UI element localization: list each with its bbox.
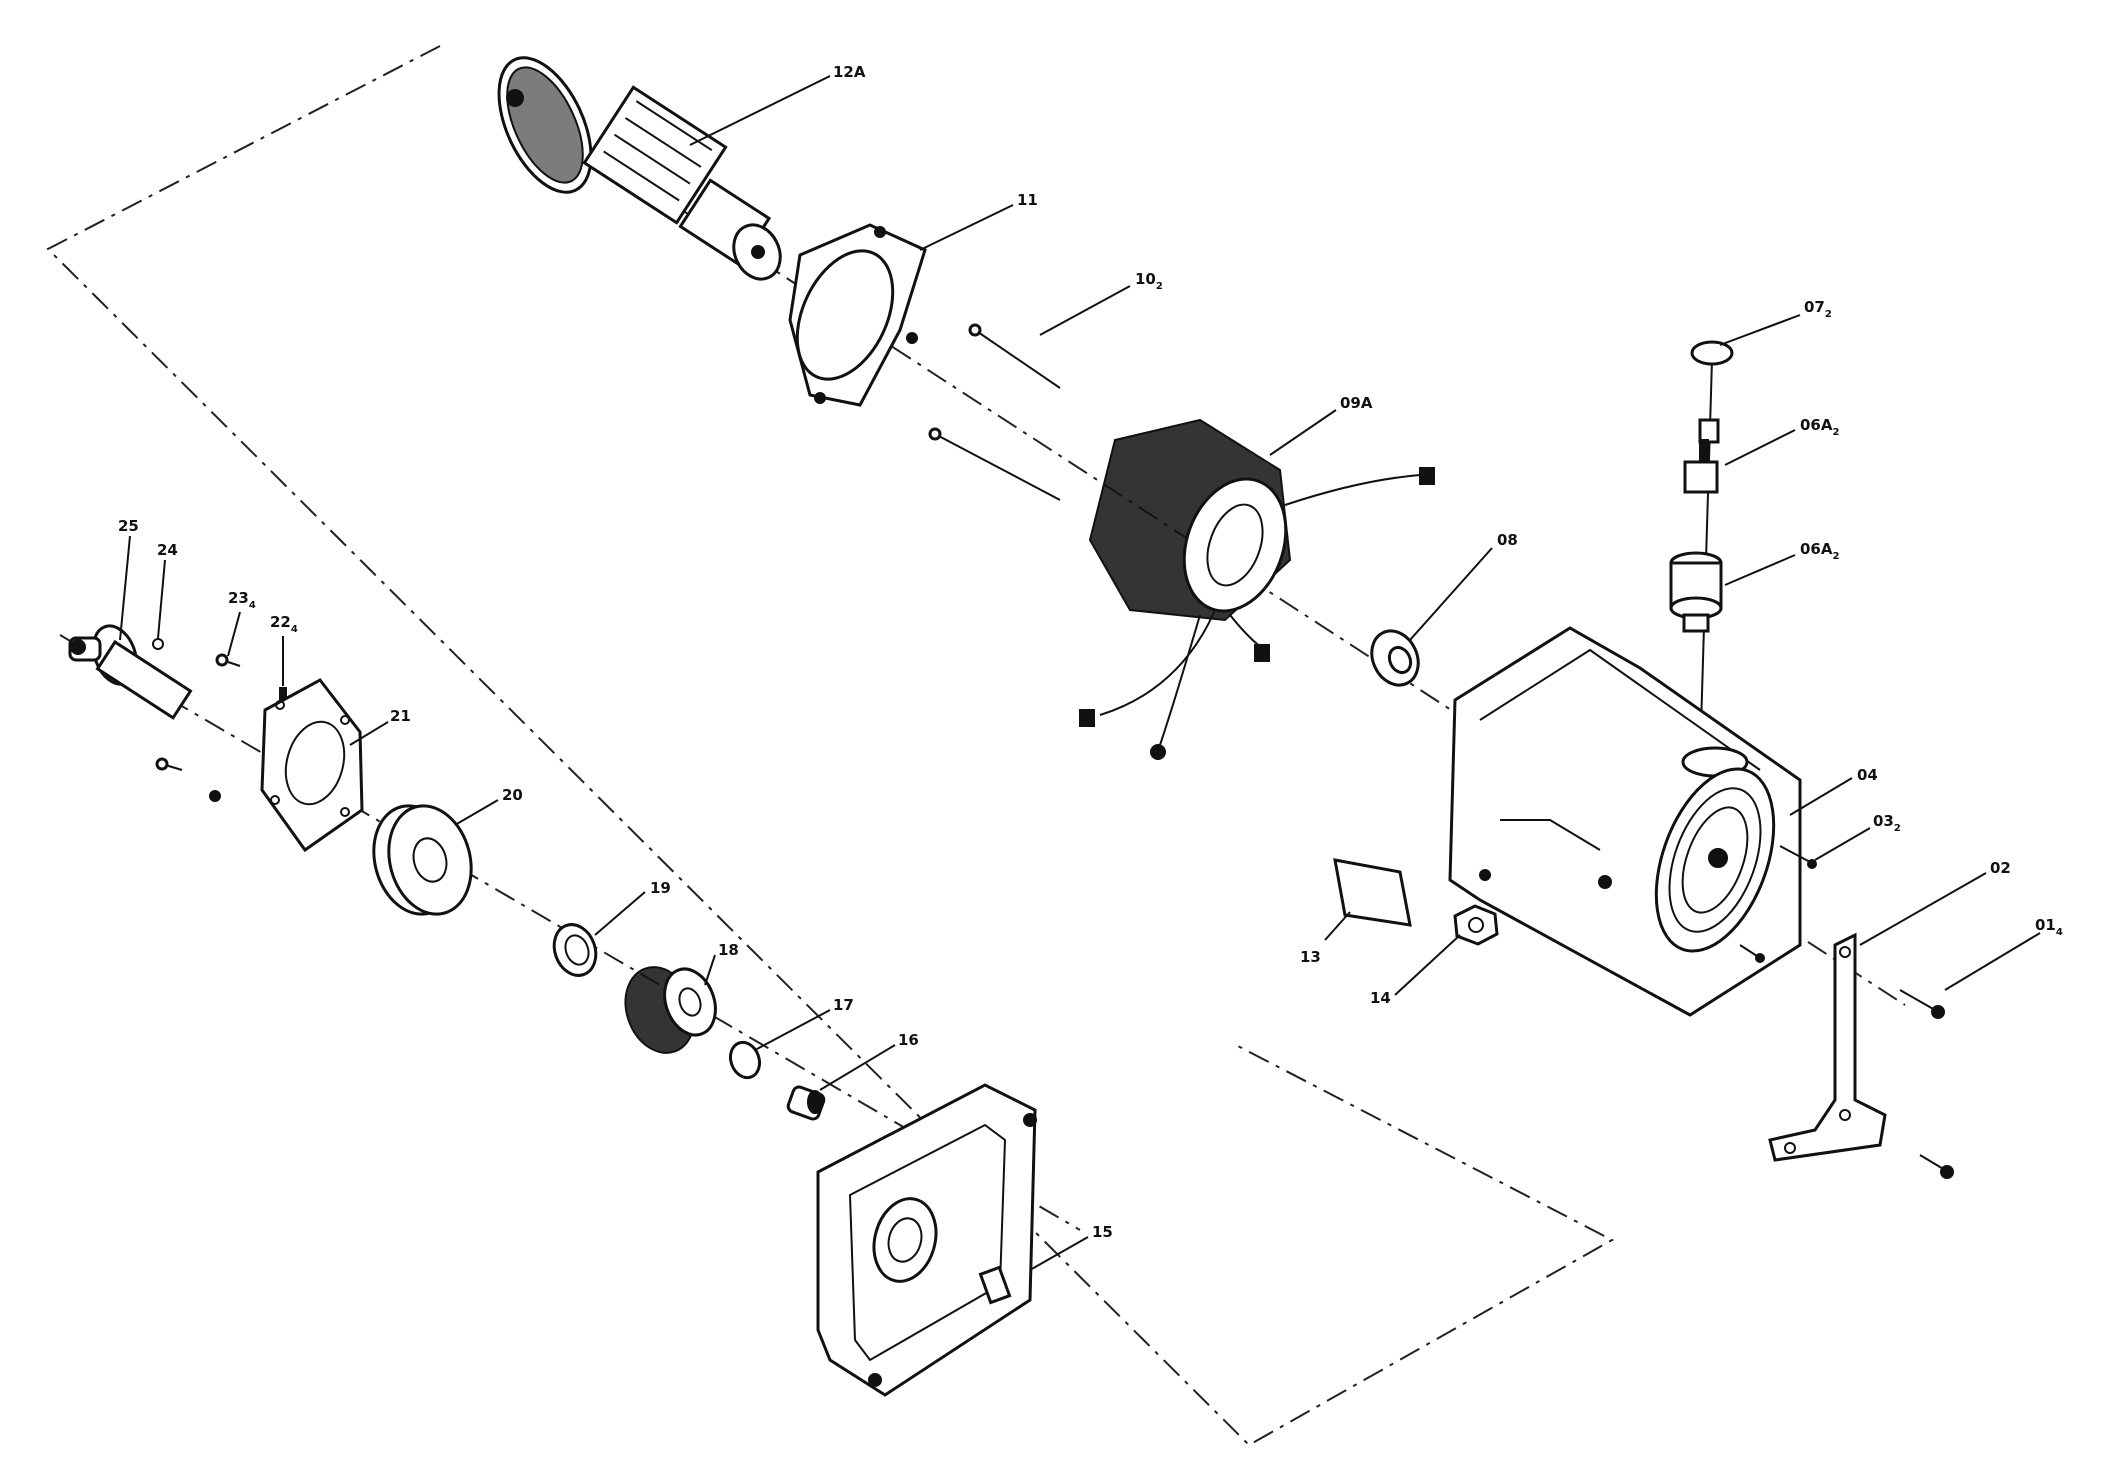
bearing-08 bbox=[1370, 629, 1420, 687]
label-10: 102 bbox=[1135, 270, 1163, 292]
armature bbox=[497, 56, 782, 281]
label-06A-top: 06A2 bbox=[1800, 416, 1839, 438]
label-25: 25 bbox=[118, 517, 139, 535]
label-17: 17 bbox=[833, 996, 854, 1014]
leader-lines bbox=[119, 75, 2041, 1271]
label-19: 19 bbox=[650, 879, 671, 897]
label-16: 16 bbox=[898, 1031, 919, 1049]
screws-01 bbox=[1899, 989, 1954, 1179]
label-24: 24 bbox=[157, 541, 178, 559]
gear-18 bbox=[624, 966, 717, 1054]
field-coil bbox=[1079, 418, 1435, 760]
switch-cap bbox=[1690, 340, 1734, 366]
ring-17 bbox=[728, 1040, 762, 1080]
nameplate bbox=[1333, 858, 1412, 927]
gear-housing bbox=[816, 1083, 1037, 1397]
output-spindle bbox=[68, 624, 193, 720]
label-12A: 12A bbox=[833, 63, 866, 81]
label-03: 032 bbox=[1873, 812, 1901, 834]
switch-housing bbox=[1669, 551, 1723, 633]
retaining-clip bbox=[152, 638, 164, 650]
gasket-plate bbox=[260, 678, 364, 853]
bushing-16 bbox=[786, 1085, 826, 1121]
brush-plate bbox=[788, 223, 927, 407]
assembly-boundary bbox=[46, 45, 1615, 1447]
long-screws bbox=[928, 323, 1061, 501]
label-15: 15 bbox=[1092, 1223, 1113, 1241]
part-labels: 12A 11 102 09A 072 06A2 06A2 08 04 032 0… bbox=[118, 63, 2063, 1241]
switch-body bbox=[1683, 418, 1720, 494]
label-01: 014 bbox=[2035, 916, 2063, 938]
label-13: 13 bbox=[1300, 948, 1321, 966]
nut bbox=[1453, 904, 1499, 946]
label-20: 20 bbox=[502, 786, 523, 804]
bearing-20 bbox=[372, 804, 473, 916]
motor-housing bbox=[1448, 626, 1802, 1017]
label-07: 072 bbox=[1804, 298, 1832, 320]
label-08: 08 bbox=[1497, 531, 1518, 549]
bracket bbox=[1768, 932, 1887, 1162]
label-18: 18 bbox=[718, 941, 739, 959]
label-06A-bottom: 06A2 bbox=[1800, 540, 1839, 562]
label-14: 14 bbox=[1370, 989, 1391, 1007]
label-02: 02 bbox=[1990, 859, 2011, 877]
label-11: 11 bbox=[1017, 191, 1038, 209]
label-21: 21 bbox=[390, 707, 411, 725]
label-04: 04 bbox=[1857, 766, 1878, 784]
screw-03 bbox=[1739, 845, 1817, 963]
label-22: 224 bbox=[270, 613, 298, 635]
label-23: 234 bbox=[228, 589, 256, 611]
label-09A: 09A bbox=[1340, 394, 1373, 412]
washer-19 bbox=[552, 923, 598, 977]
